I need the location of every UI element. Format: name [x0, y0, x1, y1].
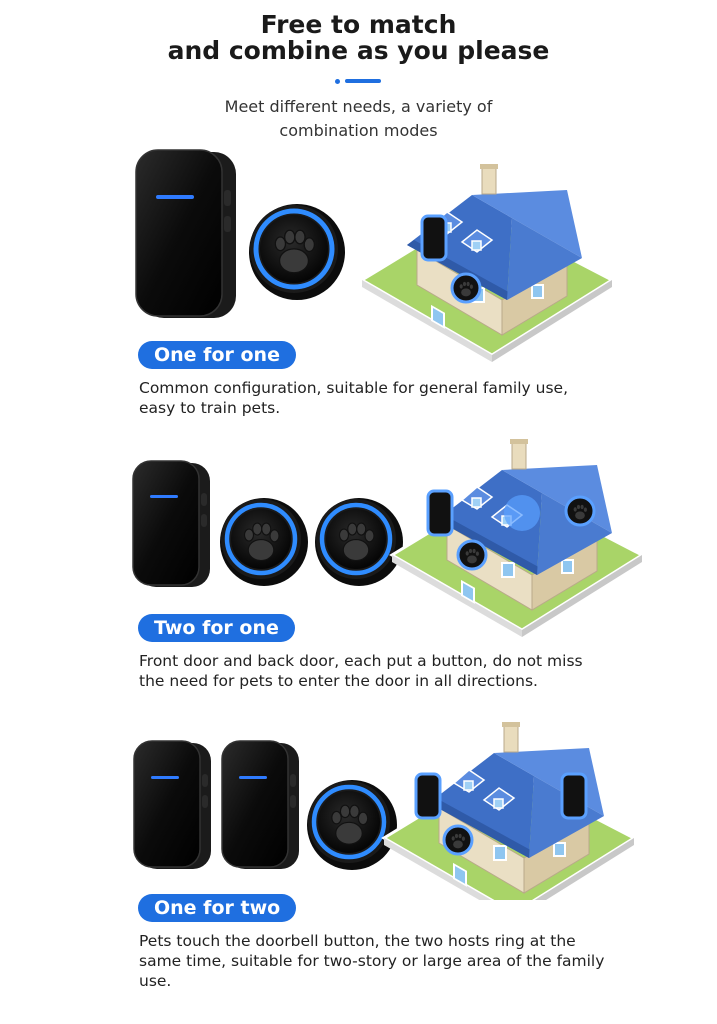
receiver-icon [135, 149, 236, 318]
one-for-two-illustration [133, 720, 636, 900]
badge-one-for-two: One for two [138, 894, 297, 922]
receiver-icon [221, 740, 299, 869]
paw-button-icon [315, 498, 403, 586]
title-divider [335, 78, 383, 84]
page-title: Free to match and combine as you please [0, 12, 717, 64]
two-for-one-illustration [132, 437, 644, 639]
title-line-2: and combine as you please [167, 36, 550, 65]
one-for-one-illustration [135, 149, 614, 364]
house-illustration-icon [390, 437, 644, 639]
divider-bar [345, 79, 381, 83]
receiver-icon [132, 460, 210, 587]
desc-one-for-one: Common configuration, suitable for gener… [139, 379, 569, 417]
title-line-1: Free to match [260, 10, 457, 39]
subtitle-line-1: Meet different needs, a variety of [224, 97, 493, 116]
house-illustration-icon [360, 162, 614, 364]
badge-two-for-one: Two for one [138, 614, 295, 642]
paw-button-icon [249, 204, 345, 300]
receiver-icon [133, 740, 211, 869]
paw-button-icon [220, 498, 308, 586]
desc-one-for-two: Pets touch the doorbell button, the two … [139, 932, 605, 990]
badge-one-for-one: One for one [138, 341, 296, 369]
desc-two-for-one: Front door and back door, each put a but… [139, 652, 583, 690]
paw-button-icon [307, 780, 397, 870]
house-illustration-icon [382, 720, 636, 900]
divider-dot [335, 79, 340, 84]
subtitle-line-2: combination modes [279, 121, 438, 140]
page-subtitle: Meet different needs, a variety of combi… [0, 95, 717, 143]
